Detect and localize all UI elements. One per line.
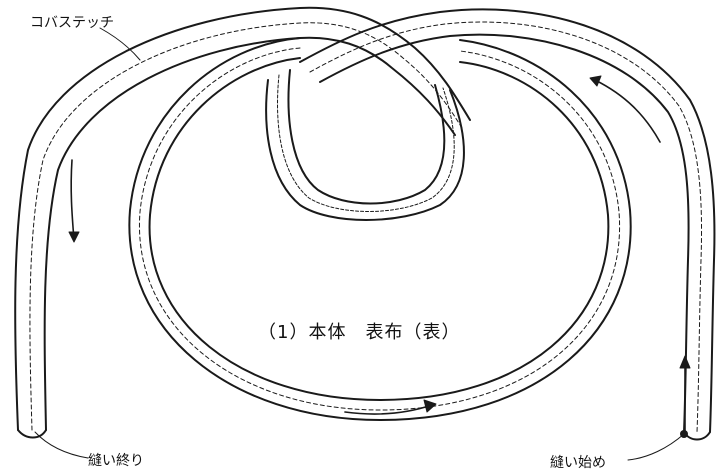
leader-edge-stitch — [99, 27, 141, 61]
arrow-right-up — [679, 355, 691, 433]
sew-end-label: 縫い終り — [88, 453, 144, 469]
arrow-right-upleft — [589, 75, 661, 143]
arrow-bottom-right — [344, 399, 437, 415]
body-ring — [128, 37, 632, 421]
left-strap — [14, 6, 471, 439]
sew-start-dot — [680, 430, 688, 438]
arrow-left-down — [68, 159, 80, 243]
right-strap — [299, 8, 716, 441]
neck-loop — [265, 69, 465, 221]
leader-sew-end — [34, 431, 89, 459]
edge-stitch-label: コバステッチ — [30, 15, 114, 31]
sew-start-label: 縫い始め — [550, 455, 606, 471]
leader-sew-start — [627, 433, 685, 461]
body-fabric-label: （1）本体 表布（表） — [258, 322, 461, 343]
